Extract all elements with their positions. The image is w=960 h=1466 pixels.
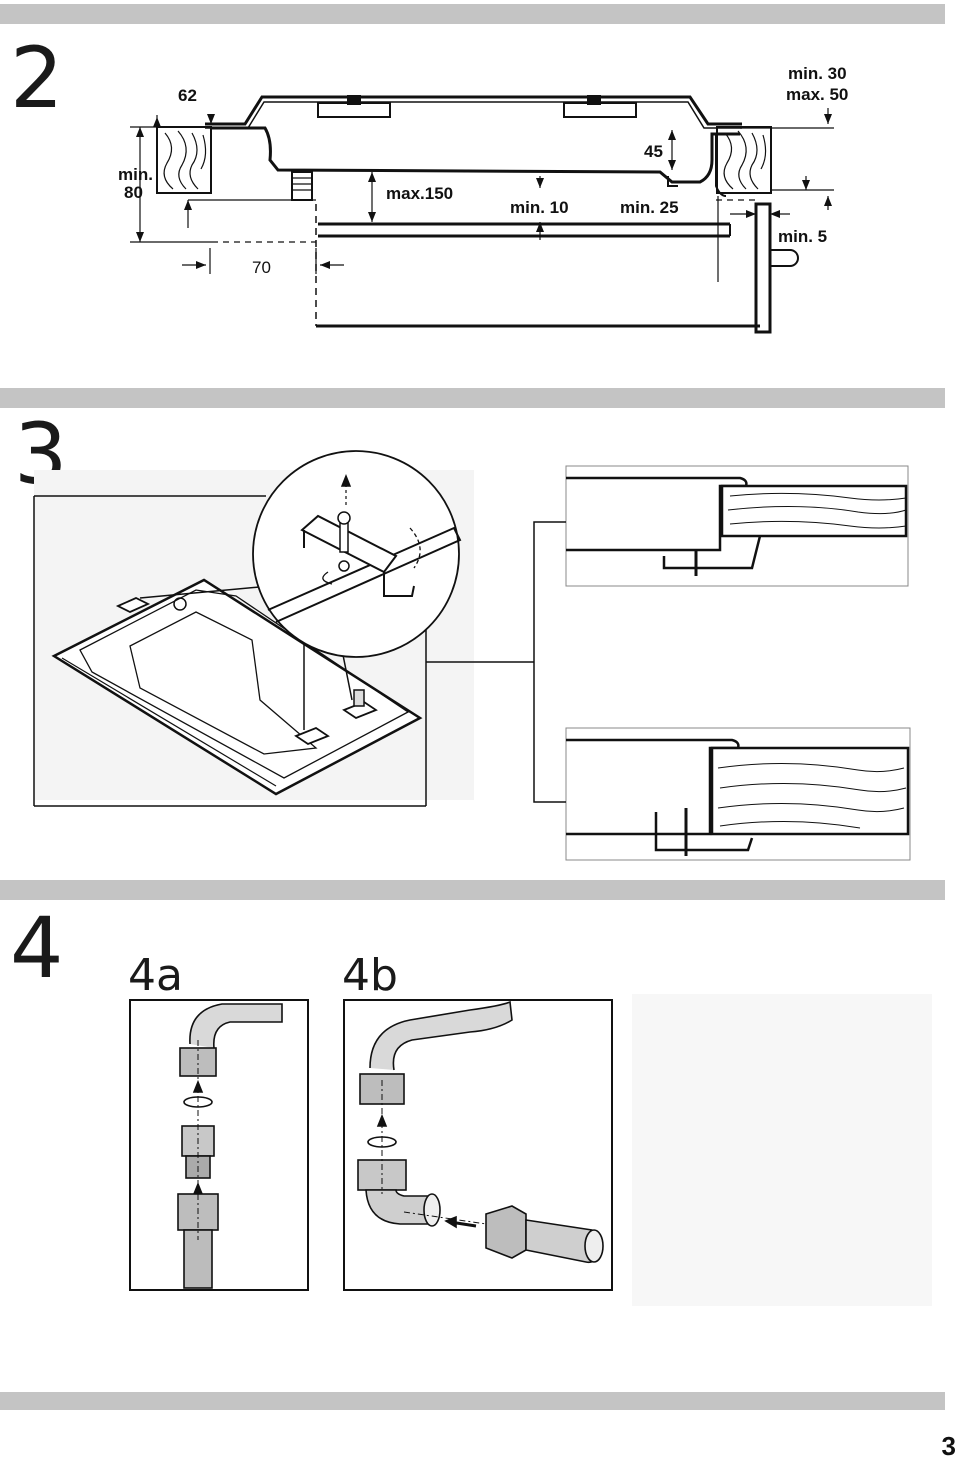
figure-4a-label: 4a [128,950,183,1001]
section-bar-2 [0,4,945,24]
worktop-detail-top [720,484,908,538]
cabinet-side [754,202,772,334]
dim-70: 70 [252,258,271,277]
worktop-detail-bottom [710,746,910,836]
dim-62: 62 [178,86,197,105]
dim-max150: max.150 [386,184,453,203]
dim-min80-b: 80 [124,183,143,202]
dim-min10: min. 10 [510,198,569,217]
fig4a-frame [129,999,309,1291]
fig2-cross-section: 62 min. 80 70 max.150 min. 10 min. 25 45… [118,64,848,334]
fig3-clamp-fitting [33,450,911,861]
dim-min80-a: min. [118,165,153,184]
figure-4b-label: 4b [342,950,398,1001]
fig4-gas-connection [129,994,932,1306]
section-number-4: 4 [10,899,64,997]
dim-min5: min. 5 [778,227,827,246]
section-number-2: 2 [10,29,64,127]
dim-max50: max. 50 [786,85,848,104]
hob-tray [210,126,740,184]
hob-frame [205,95,742,126]
section-bar-3 [0,388,945,408]
section-bar-4 [0,880,945,900]
gas-connector [291,171,313,201]
dim-min25: min. 25 [620,198,679,217]
section-bar-bottom [0,1392,945,1410]
dim-45: 45 [644,142,663,161]
dim-min30: min. 30 [788,64,847,83]
page-number: 3 [941,1431,956,1461]
hob-underside [51,578,423,796]
